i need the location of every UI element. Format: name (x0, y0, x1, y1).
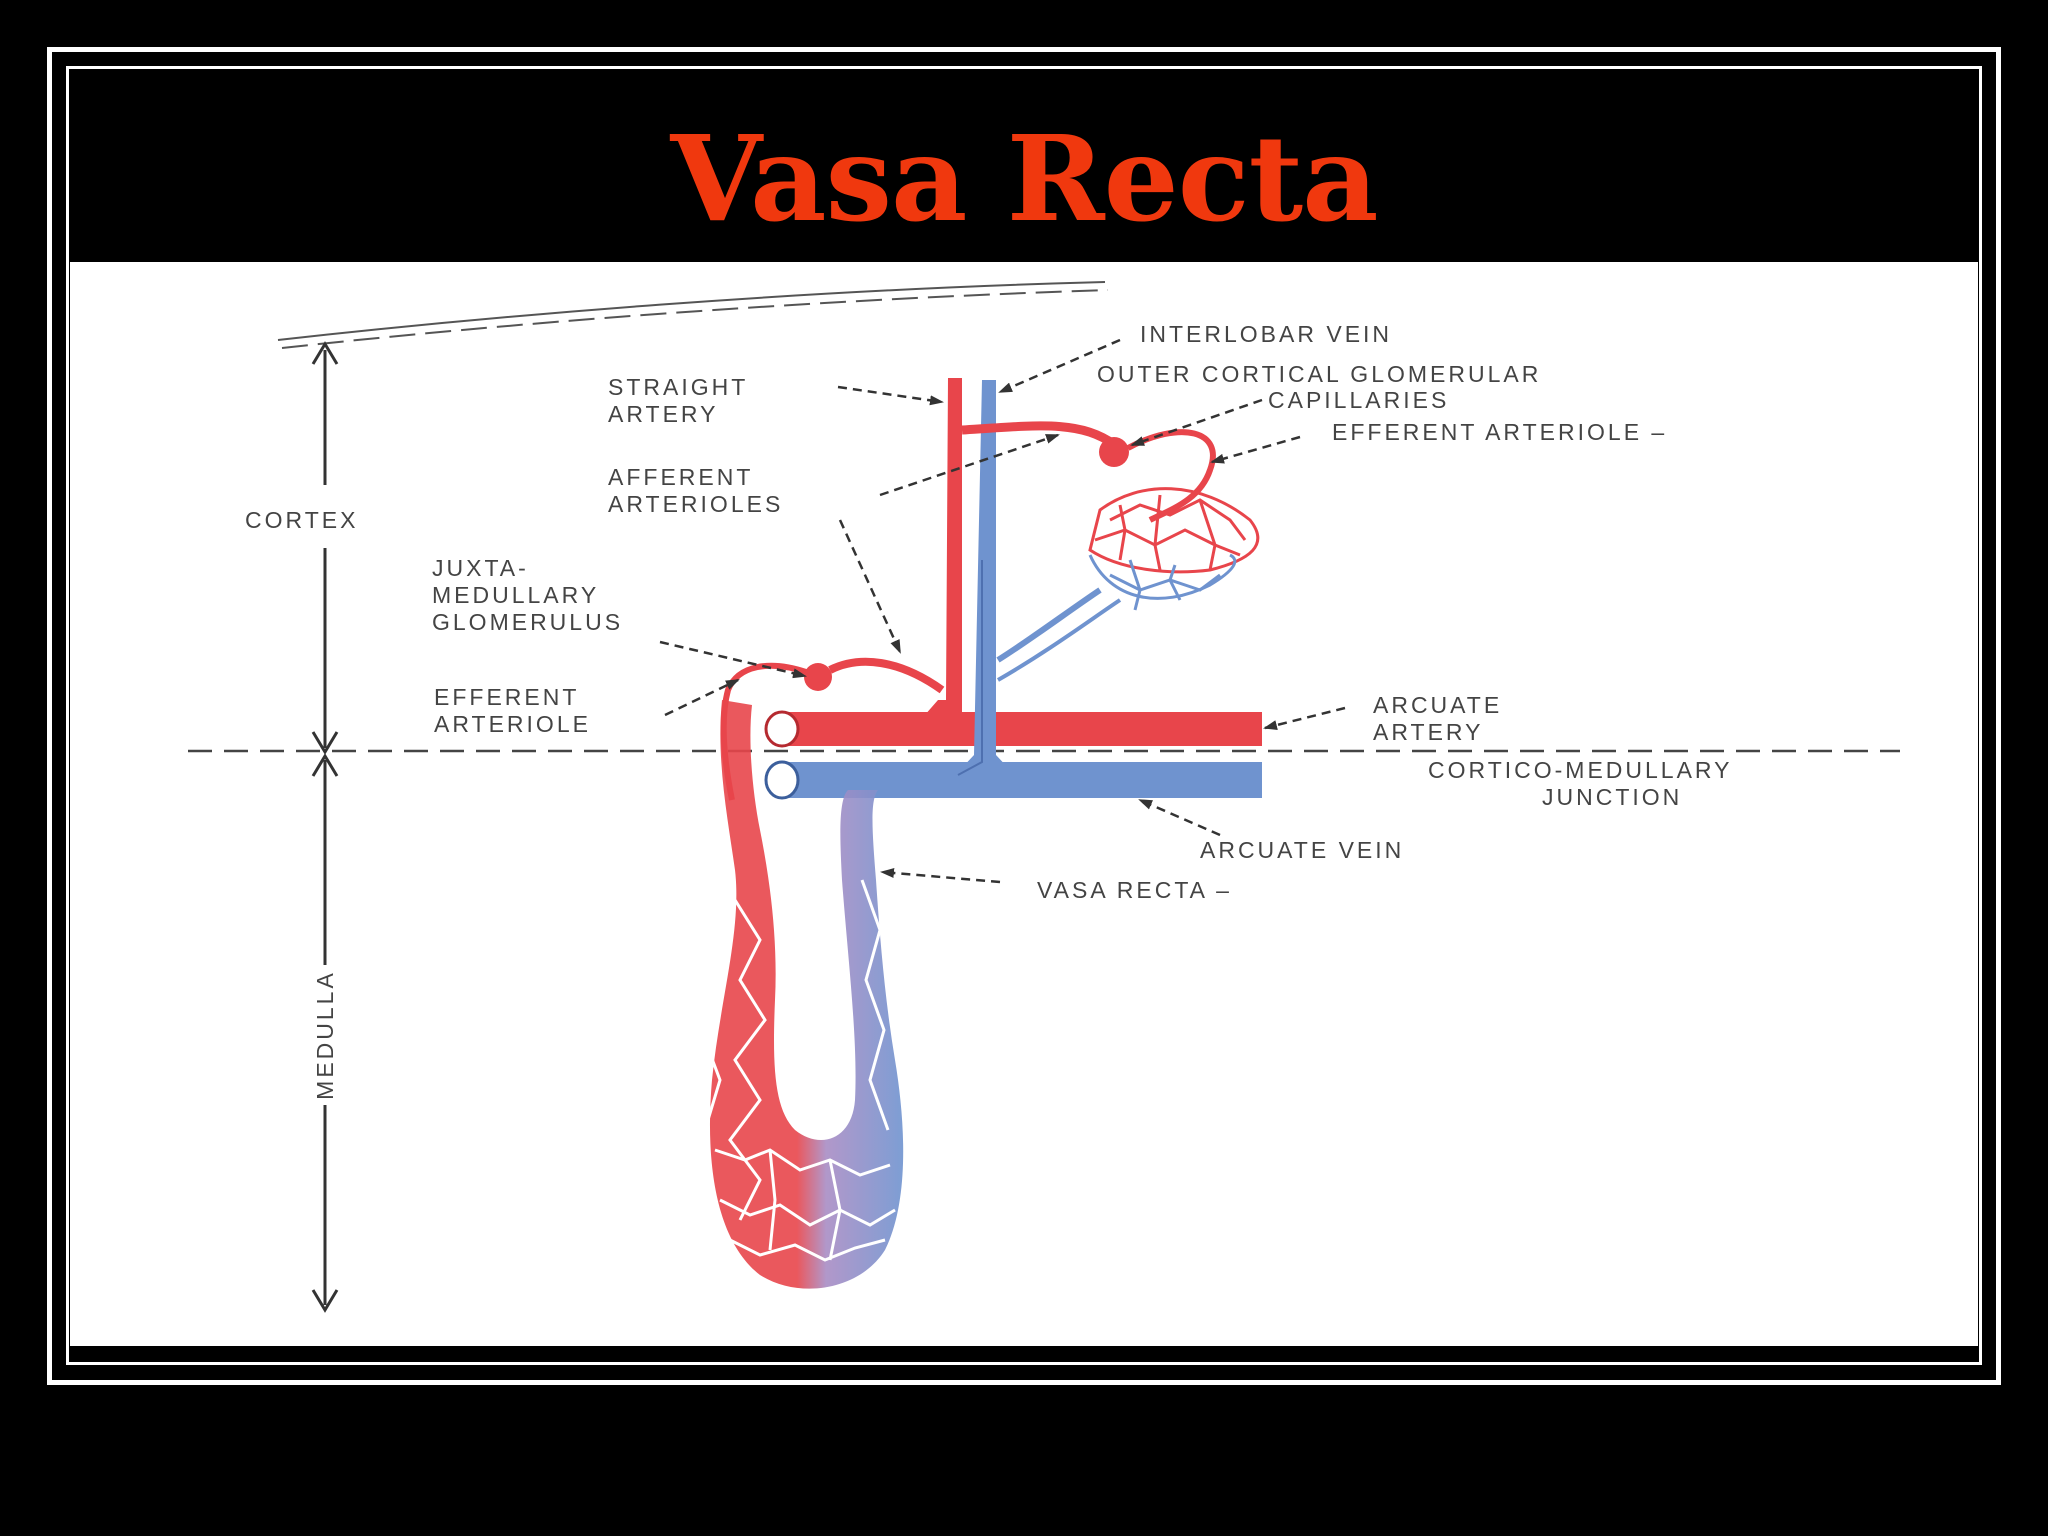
leader-lines (659, 338, 1346, 884)
label-efferent-arteriole-top: EFFERENT ARTERIOLE – (1332, 419, 1667, 445)
diagram-labels: CORTEX MEDULLA INTERLOBAR VEIN OUTER COR… (245, 321, 1732, 1100)
capsule-lines (277, 281, 1109, 349)
label-straight-artery-1: STRAIGHT (608, 374, 748, 400)
straight-artery (924, 378, 962, 716)
label-juxta-2: MEDULLARY (432, 582, 599, 608)
slide-title: Vasa Recta (670, 109, 1378, 248)
label-afferent-1: AFFERENT (608, 464, 753, 490)
outer-cortical-capillaries (996, 487, 1260, 682)
label-cmj-1: CORTICO-MEDULLARY (1428, 757, 1732, 783)
label-interlobar-vein: INTERLOBAR VEIN (1140, 321, 1392, 347)
label-efferent-left-2: ARTERIOLE (434, 711, 591, 737)
label-efferent-left-1: EFFERENT (434, 684, 579, 710)
label-juxta-1: JUXTA- (432, 555, 529, 581)
diagram-panel: CORTEX MEDULLA INTERLOBAR VEIN OUTER COR… (70, 262, 1978, 1346)
medulla-scale (311, 753, 339, 1313)
label-arcuate-artery-2: ARTERY (1373, 719, 1483, 745)
cortex-scale (311, 341, 339, 755)
vasa-recta-loop (703, 700, 904, 1289)
slide-border-inner (66, 66, 1982, 1365)
label-outer-cortical-2: CAPILLARIES (1268, 387, 1449, 413)
slide-border-outer (47, 47, 2001, 1385)
label-afferent-2: ARTERIOLES (608, 491, 783, 517)
arcuate-artery (764, 710, 1262, 748)
label-vasa-recta: VASA RECTA – (1037, 877, 1232, 903)
label-arcuate-vein: ARCUATE VEIN (1200, 837, 1404, 863)
label-juxta-3: GLOMERULUS (432, 609, 623, 635)
arcuate-vein (764, 760, 1262, 800)
vasa-recta-diagram: CORTEX MEDULLA INTERLOBAR VEIN OUTER COR… (188, 281, 1900, 1313)
label-cmj-2: JUNCTION (1542, 784, 1682, 810)
label-medulla: MEDULLA (312, 970, 338, 1100)
label-cortex: CORTEX (245, 507, 358, 533)
interlobar-vein (957, 380, 1010, 776)
outer-cortical-glomerulus (961, 421, 1216, 523)
label-outer-cortical-1: OUTER CORTICAL GLOMERULAR (1097, 361, 1541, 387)
label-straight-artery-2: ARTERY (608, 401, 718, 427)
label-arcuate-artery-1: ARCUATE (1373, 692, 1502, 718)
